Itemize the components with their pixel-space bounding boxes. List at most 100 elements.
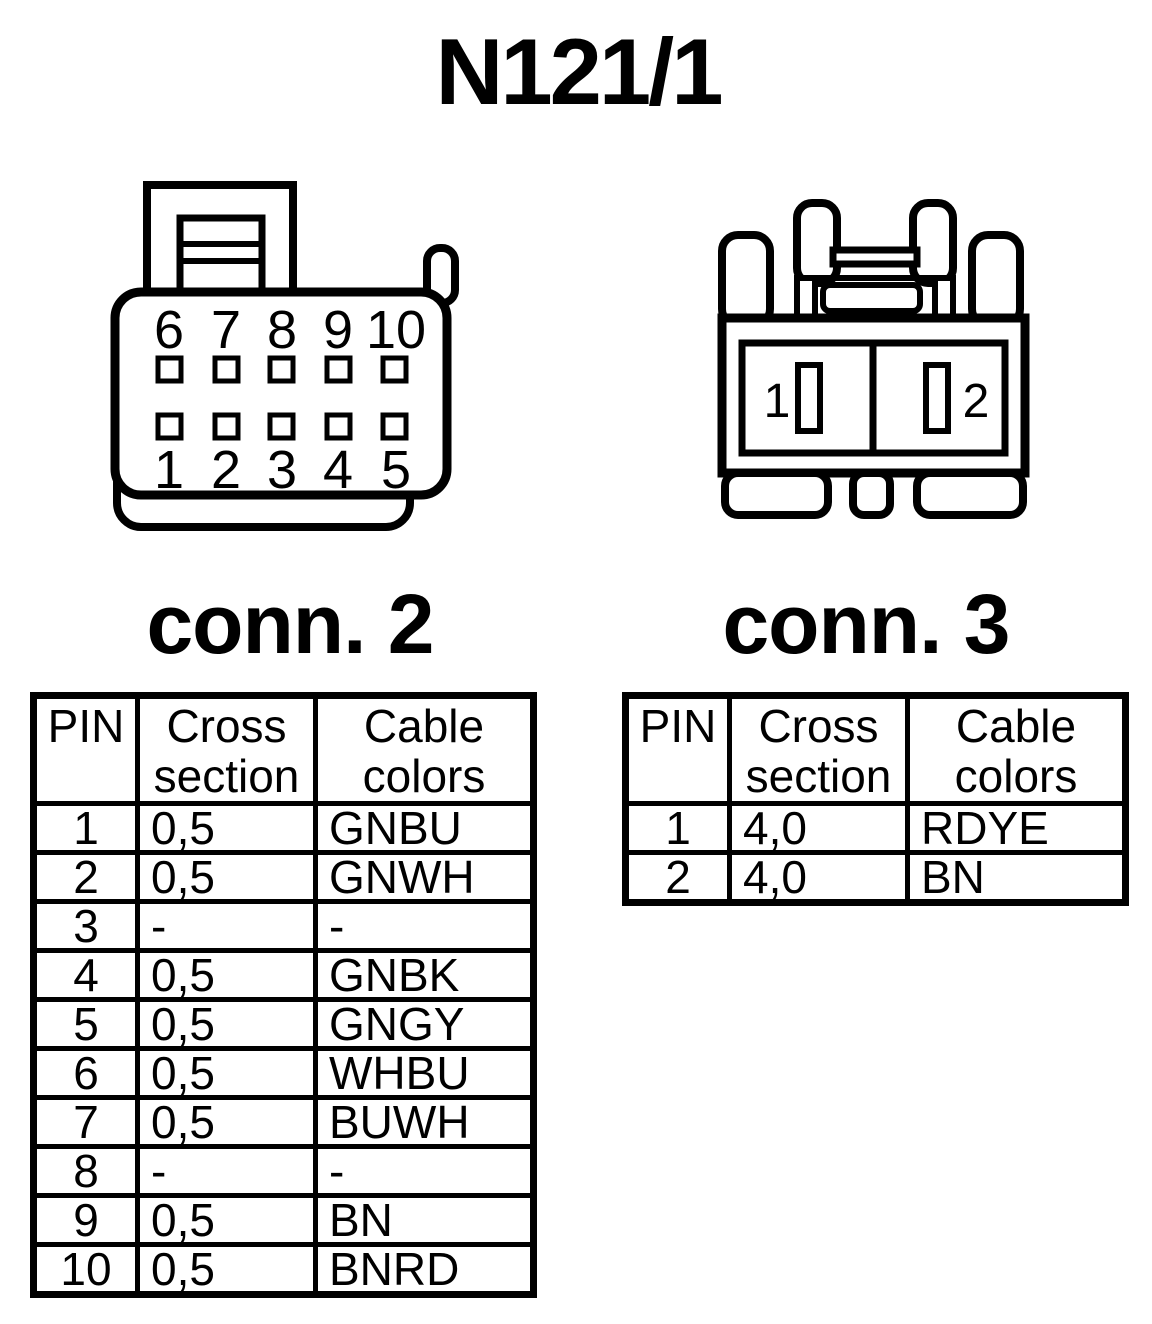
- col-header-cross-section: Cross section: [135, 693, 318, 806]
- connector-2-pin-table: PIN Cross section Cable colors 1 0,5 GNB…: [30, 692, 537, 1298]
- pin-slot: [324, 355, 353, 384]
- table-row: 7 0,5 BUWH: [31, 1095, 536, 1149]
- cable-color-cell: BN: [313, 1193, 536, 1247]
- cross-section-cell: 0,5: [135, 850, 318, 904]
- pin-number: 4: [323, 440, 353, 500]
- pin-cell: 9: [31, 1193, 140, 1247]
- cross-section-cell: 0,5: [135, 997, 318, 1051]
- pin-cell: 3: [31, 899, 140, 953]
- table-row: 4 0,5 GNBK: [31, 948, 536, 1002]
- pin-number: 8: [267, 300, 297, 360]
- pin-cell: 1: [623, 801, 732, 855]
- pin-slot: [267, 412, 296, 441]
- cable-color-cell: -: [313, 899, 536, 953]
- cable-color-cell: GNWH: [313, 850, 536, 904]
- header-row: PIN Cross section Cable colors: [623, 693, 1128, 806]
- connector-3-pin-table: PIN Cross section Cable colors 1 4,0 RDY…: [622, 692, 1129, 906]
- header-row: PIN Cross section Cable colors: [31, 693, 536, 806]
- pin-number: 3: [267, 440, 297, 500]
- pin-numbers: 6 7 8 9 10 1 2 3 4 5: [154, 300, 426, 500]
- pin-slot: [212, 355, 241, 384]
- pin-number: 2: [963, 375, 990, 428]
- table-row: 9 0,5 BN: [31, 1193, 536, 1247]
- table-row: 1 4,0 RDYE: [623, 801, 1128, 855]
- foot-left: [721, 469, 832, 519]
- pin-cell: 6: [31, 1046, 140, 1100]
- cable-color-cell: WHBU: [313, 1046, 536, 1100]
- table-row: 6 0,5 WHBU: [31, 1046, 536, 1100]
- pin-number: 1: [764, 375, 791, 428]
- connector-3-drawing: 1 2: [717, 199, 1030, 519]
- pin-slot: [795, 362, 823, 434]
- pin-number: 2: [211, 440, 241, 500]
- pin-slot: [380, 412, 409, 441]
- pin-slot: [324, 412, 353, 441]
- housing-body: [110, 287, 452, 500]
- pin-slot: [923, 362, 951, 434]
- cross-section-cell: 0,5: [135, 1193, 318, 1247]
- col-header-cross-section: Cross section: [727, 693, 910, 806]
- center-post-left: [793, 199, 841, 287]
- col-header-pin: PIN: [623, 693, 732, 806]
- table-row: 1 0,5 GNBU: [31, 801, 536, 855]
- pin-slot: [155, 355, 184, 384]
- pin-cell: 5: [31, 997, 140, 1051]
- pin-numbers: 1 2: [764, 375, 990, 428]
- connector-3-housing: [717, 199, 1030, 519]
- top-tab-left: [718, 231, 774, 329]
- pin-slot: [212, 412, 241, 441]
- cable-color-cell: GNGY: [313, 997, 536, 1051]
- table-row: 5 0,5 GNGY: [31, 997, 536, 1051]
- cable-color-cell: BUWH: [313, 1095, 536, 1149]
- table-row: 3 - -: [31, 899, 536, 953]
- connector-2-label: conn. 2: [146, 577, 434, 671]
- center-crossbar: [829, 246, 921, 268]
- foot-center: [849, 469, 894, 519]
- connector-2-housing: [110, 181, 459, 531]
- table-row: 2 4,0 BN: [623, 850, 1128, 905]
- pin-number: 10: [366, 300, 426, 360]
- cross-section-cell: 0,5: [135, 948, 318, 1002]
- pin-cell: 7: [31, 1095, 140, 1149]
- top-tab-right: [968, 231, 1024, 329]
- pin-number: 5: [381, 440, 411, 500]
- pin-grid: [155, 355, 409, 441]
- table-row: 10 0,5 BNRD: [31, 1242, 536, 1297]
- center-post-right: [909, 199, 957, 287]
- cable-color-cell: BNRD: [313, 1242, 536, 1297]
- cross-section-cell: 4,0: [727, 850, 910, 905]
- cross-section-cell: 4,0: [727, 801, 910, 855]
- pin-cell: 2: [623, 850, 732, 905]
- col-header-pin: PIN: [31, 693, 140, 806]
- cross-section-cell: 0,5: [135, 1046, 318, 1100]
- cross-section-cell: 0,5: [135, 1095, 318, 1149]
- pin-number: 7: [211, 300, 241, 360]
- table-row: 8 - -: [31, 1144, 536, 1198]
- col-header-cable-colors: Cable colors: [313, 693, 536, 806]
- cable-color-cell: -: [313, 1144, 536, 1198]
- table-row: 2 0,5 GNWH: [31, 850, 536, 904]
- cross-section-cell: -: [135, 1144, 318, 1198]
- latch-inner: [176, 214, 266, 301]
- connector-2-drawing: 6 7 8 9 10 1 2 3 4 5: [110, 181, 459, 531]
- pin-number: 1: [154, 440, 184, 500]
- pin-cell: 1: [31, 801, 140, 855]
- pin-slot: [267, 355, 296, 384]
- pin-number: 9: [323, 300, 353, 360]
- cross-section-cell: 0,5: [135, 1242, 318, 1297]
- pin-cell: 10: [31, 1242, 140, 1297]
- cable-color-cell: GNBU: [313, 801, 536, 855]
- pin-cell: 4: [31, 948, 140, 1002]
- connector-3-label: conn. 3: [722, 577, 1010, 671]
- col-header-cable-colors: Cable colors: [905, 693, 1128, 806]
- pin-slot: [380, 355, 409, 384]
- cross-section-cell: -: [135, 899, 318, 953]
- pin-cell: 8: [31, 1144, 140, 1198]
- cross-section-cell: 0,5: [135, 801, 318, 855]
- cable-color-cell: BN: [905, 850, 1128, 905]
- cable-color-cell: GNBK: [313, 948, 536, 1002]
- pin-slot: [155, 412, 184, 441]
- pin-cell: 2: [31, 850, 140, 904]
- center-inner-block: [820, 282, 923, 314]
